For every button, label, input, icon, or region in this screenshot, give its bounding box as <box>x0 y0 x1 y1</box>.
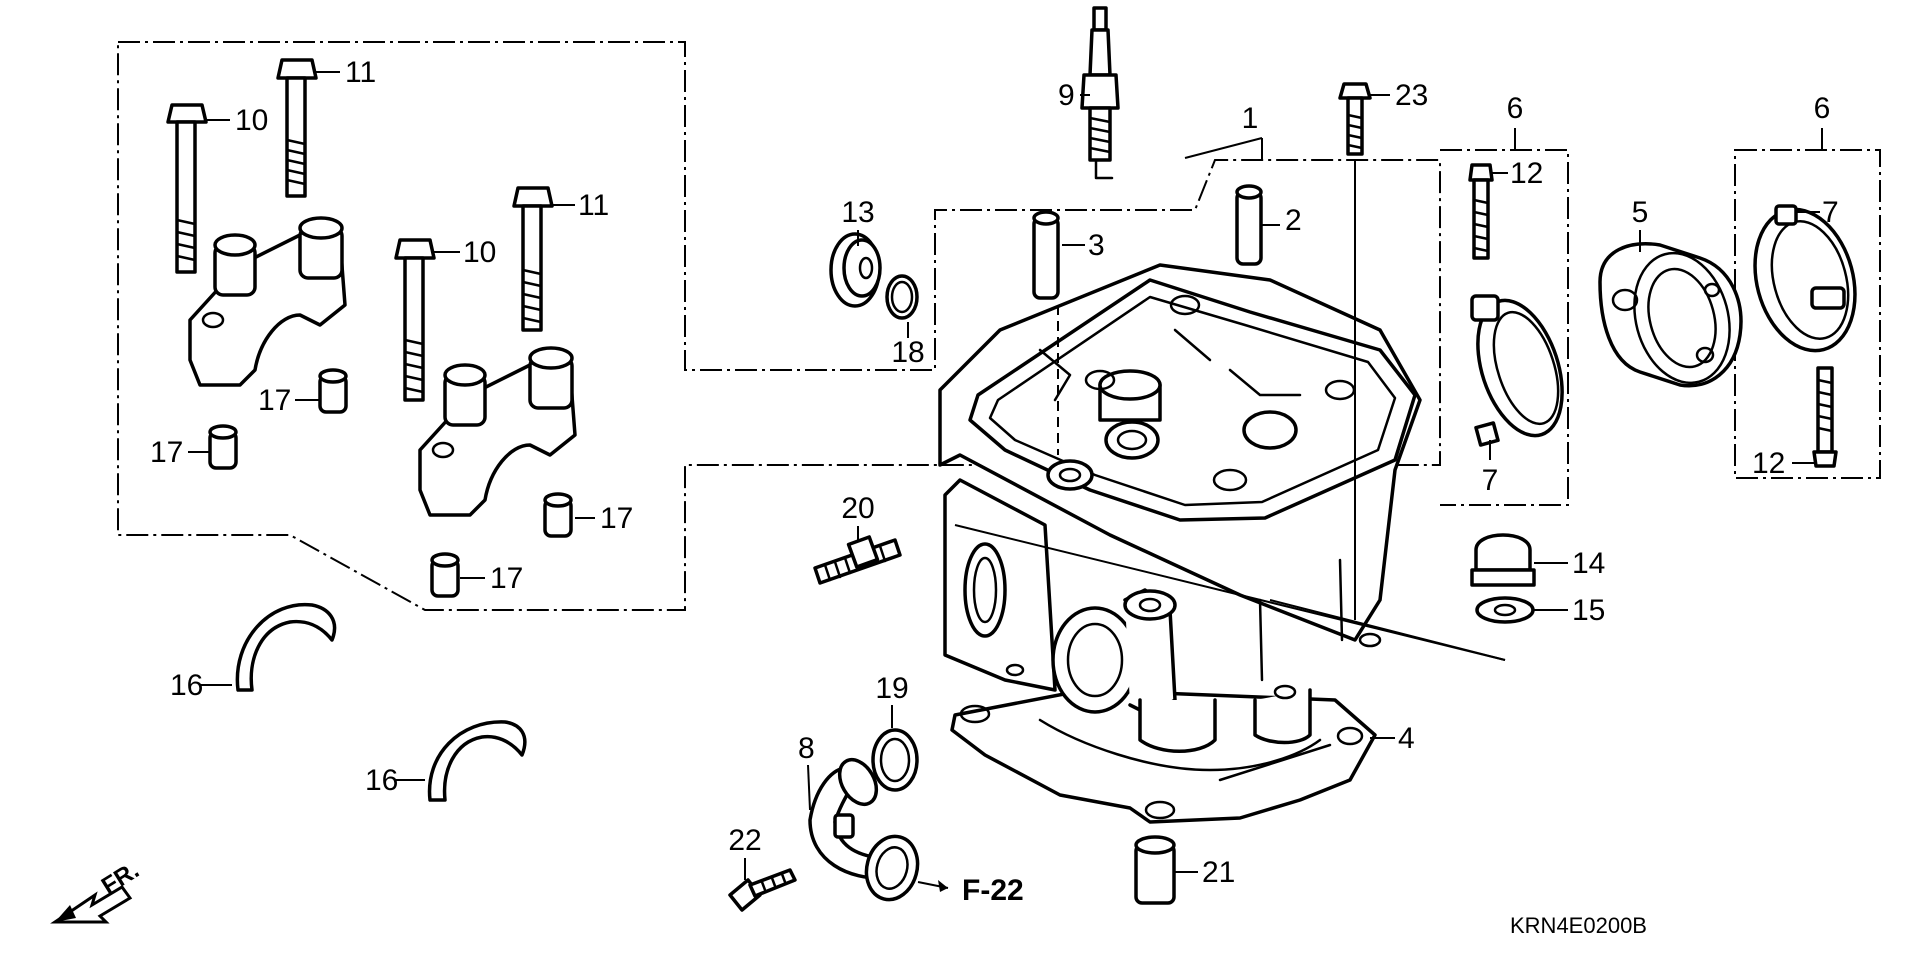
valve-guide-3 <box>1032 210 1060 455</box>
callout-6-right: 6 <box>1814 92 1831 125</box>
dowel-pin-17-d <box>430 552 460 598</box>
camshaft-holder-group-outline <box>117 41 1441 611</box>
callout-13: 13 <box>841 196 874 229</box>
callout-19: 19 <box>875 672 908 705</box>
callout-16-upper: 16 <box>170 669 203 702</box>
callout-17-a: 17 <box>258 384 291 417</box>
callout-10-upper: 10 <box>235 104 268 137</box>
callout-7-left: 7 <box>1482 464 1499 497</box>
callout-15: 15 <box>1572 594 1605 627</box>
callout-20: 20 <box>841 492 874 525</box>
insulator-5 <box>1598 242 1743 388</box>
callout-21: 21 <box>1202 856 1235 889</box>
callout-7-right-top: 7 <box>1822 196 1839 229</box>
callout-17-c: 17 <box>600 502 633 535</box>
callout-3: 3 <box>1088 229 1105 262</box>
callout-1: 1 <box>1242 102 1259 135</box>
callout-23: 23 <box>1395 79 1428 112</box>
camshaft-holder-lower <box>418 346 577 517</box>
stud-bolt-20 <box>813 535 902 585</box>
callout-12-right: 12 <box>1752 447 1785 480</box>
o-ring-18 <box>885 274 919 320</box>
leader-lines <box>188 71 1823 880</box>
callout-11-upper: 11 <box>345 56 376 89</box>
insulator-band-right <box>1753 204 1857 353</box>
callout-5: 5 <box>1632 196 1649 229</box>
o-ring-19 <box>871 728 919 792</box>
washer-15 <box>1475 596 1535 624</box>
callout-22: 22 <box>728 824 761 857</box>
sealing-washer-13 <box>829 232 882 308</box>
bolt-12-left <box>1468 163 1494 260</box>
insulator-group-outline-left <box>1440 149 1569 506</box>
callout-17-d: 17 <box>490 562 523 595</box>
bolt-12-right <box>1812 366 1838 468</box>
callout-9: 9 <box>1058 79 1075 112</box>
dowel-pin-17-b <box>208 424 238 470</box>
cap-nut-14 <box>1470 533 1536 587</box>
bolt-23 <box>1338 82 1372 620</box>
callout-17-b: 17 <box>150 436 183 469</box>
callout-8: 8 <box>798 732 815 765</box>
callout-18: 18 <box>891 336 924 369</box>
camshaft-holder-upper <box>188 216 347 387</box>
callout-14: 14 <box>1572 547 1605 580</box>
callout-10-lower: 10 <box>463 236 496 269</box>
callout-2: 2 <box>1285 204 1302 237</box>
bolt-10-upper <box>166 103 208 274</box>
dowel-pin-17-a <box>318 368 348 414</box>
arc-seal-16-upper <box>235 602 337 692</box>
water-joint-8 <box>808 757 920 902</box>
dowel-pin-17-c <box>543 492 573 538</box>
dowel-pin-21 <box>1134 835 1176 905</box>
front-label: FR. <box>97 857 144 900</box>
cylinder-head <box>938 263 1422 824</box>
spark-plug <box>1080 6 1120 180</box>
bolt-22 <box>728 868 797 912</box>
drawing-code: KRN4E0200B <box>1510 913 1647 938</box>
valve-guide-2 <box>1235 184 1263 266</box>
bolt-10-lower <box>394 238 436 402</box>
callout-6-left: 6 <box>1507 92 1524 125</box>
callout-16-lower: 16 <box>365 764 398 797</box>
insulator-group-outline-right <box>1734 149 1881 479</box>
arc-seal-16-lower <box>427 720 527 802</box>
bolt-11-lower <box>512 186 554 332</box>
callout-11-lower: 11 <box>578 189 609 222</box>
bolt-11-upper <box>276 58 318 198</box>
callout-12-left: 12 <box>1510 157 1543 190</box>
insulator-band-left <box>1470 294 1564 447</box>
reference-label: F-22 <box>962 874 1024 907</box>
reference-arrow <box>917 880 949 892</box>
callout-4: 4 <box>1398 722 1415 755</box>
front-arrow-icon <box>50 885 133 924</box>
